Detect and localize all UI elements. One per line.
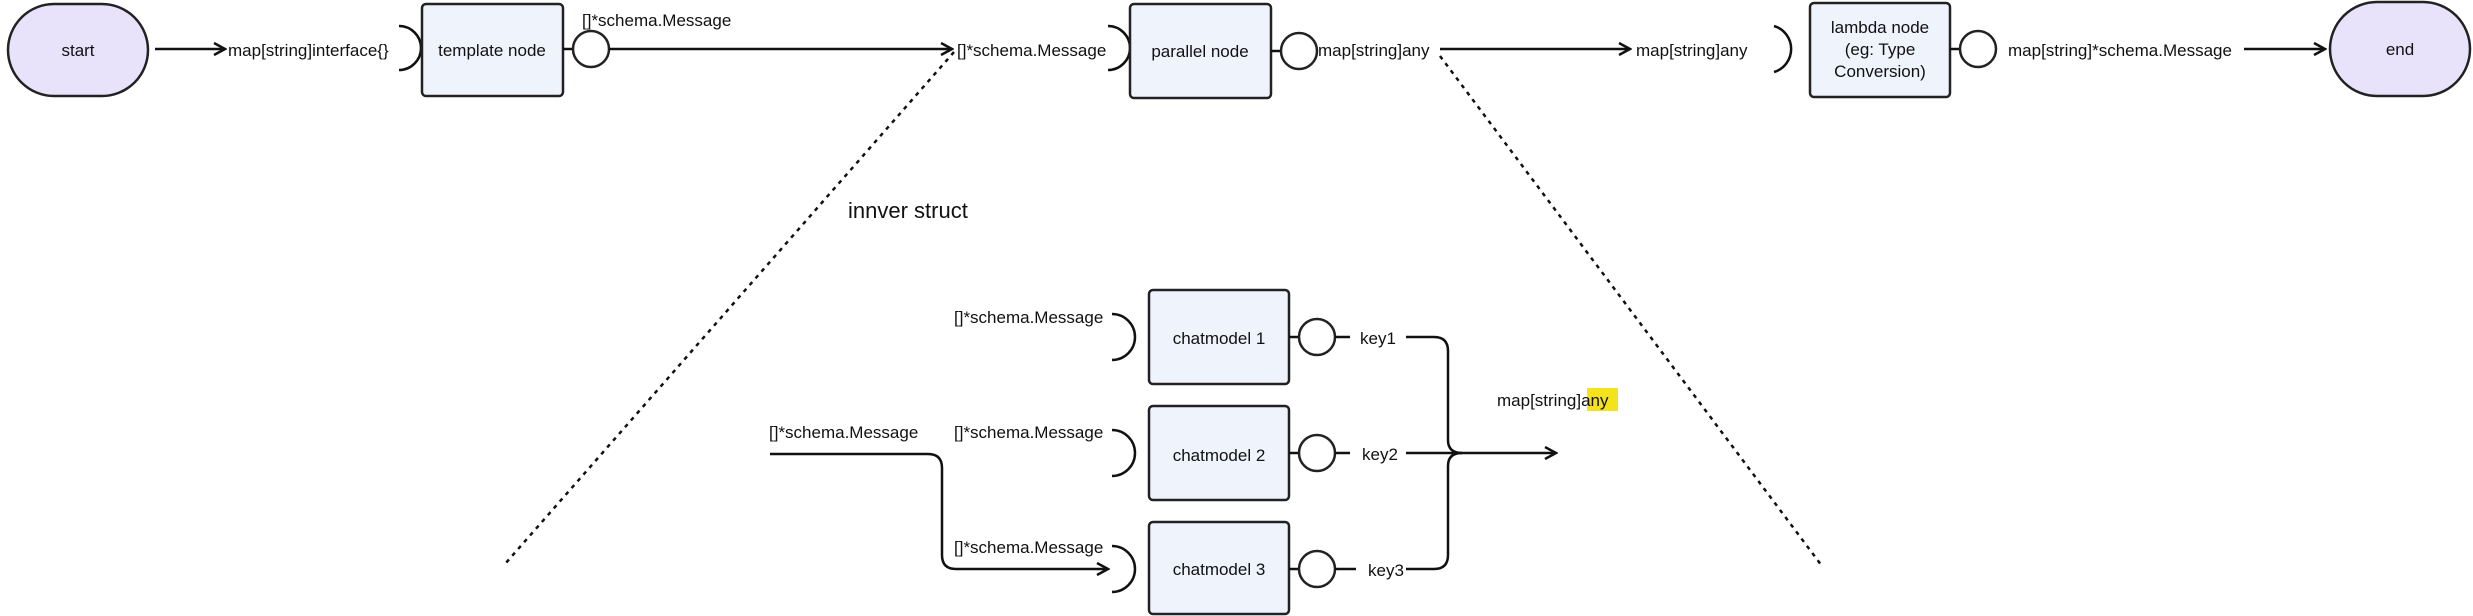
chatmodel-2-node: []*schema.Message chatmodel 2 key2 (954, 404, 1398, 502)
top-flow: start map[string]interface{} template no… (6, 0, 2472, 100)
start-node: start (6, 2, 150, 98)
chatmodel-1-input-label: []*schema.Message (954, 308, 1103, 327)
inner-output-label: map[string]any (1497, 391, 1609, 410)
edge-parallel-in-label: []*schema.Message (957, 41, 1106, 60)
start-label: start (61, 41, 94, 60)
chatmodel-1-output-port (1297, 317, 1337, 357)
edge-template-out-label: []*schema.Message (582, 11, 731, 30)
chatmodel-3-label: chatmodel 3 (1173, 560, 1266, 579)
lambda-node-input-socket (1773, 24, 1793, 74)
chatmodel-2-label: chatmodel 2 (1173, 446, 1266, 465)
chatmodel-2-output-port (1297, 433, 1337, 473)
chatmodel-1-key-label: key1 (1360, 329, 1396, 348)
chatmodel-3-input-socket (1111, 544, 1137, 594)
edge-lambda-to-end: map[string]*schema.Message (2008, 41, 2325, 60)
chatmodel-1-label: chatmodel 1 (1173, 329, 1266, 348)
chatmodel-1-node: []*schema.Message chatmodel 1 key1 (954, 288, 1396, 386)
chatmodel-3-key-label: key3 (1368, 561, 1404, 580)
edge-lambda-out-label: map[string]*schema.Message (2008, 41, 2232, 60)
lambda-node-output-port (1958, 29, 1998, 69)
edge-start-template-label: map[string]interface{} (228, 41, 389, 60)
edge-template-to-parallel: []*schema.Message []*schema.Message (582, 11, 1106, 60)
edge-lambda-in-label: map[string]any (1636, 41, 1748, 60)
edge-parallel-to-lambda: map[string]any map[string]any (1318, 41, 1748, 60)
chatmodel-3-input-label: []*schema.Message (954, 538, 1103, 557)
lambda-node: lambda node (eg: Type Conversion) (1773, 1, 1998, 99)
merge-line-key3 (1406, 451, 1463, 571)
lambda-node-label-line2: (eg: Type (1845, 40, 1916, 59)
merge-line-key1 (1406, 335, 1463, 455)
chatmodel-2-input-socket (1111, 428, 1137, 478)
template-node: template node (398, 2, 611, 98)
template-node-output-port (571, 29, 611, 69)
inner-output-highlight: any (1581, 391, 1609, 410)
merge-connector: map[string]any (1406, 335, 1618, 571)
parallel-node: parallel node (1107, 2, 1319, 100)
parallel-node-label: parallel node (1151, 42, 1248, 61)
inner-input-label: []*schema.Message (769, 423, 918, 442)
edge-parallel-out-label: map[string]any (1318, 41, 1430, 60)
output-highlight-marker (1587, 388, 1618, 411)
end-node: end (2328, 0, 2472, 98)
inner-struct: []*schema.Message []*schema.Message chat… (769, 288, 1618, 616)
expansion-right-dotted-line (1438, 55, 1824, 567)
template-node-input-socket (398, 24, 423, 72)
expansion-left-dotted-line (504, 51, 955, 565)
inner-output-prefix: map[string] (1497, 391, 1581, 410)
chatmodel-2-input-label: []*schema.Message (954, 423, 1103, 442)
chatmodel-3-node: []*schema.Message chatmodel 3 key3 (954, 520, 1404, 616)
end-label: end (2386, 40, 2414, 59)
chatmodel-3-output-port (1297, 549, 1337, 589)
chatmodel-1-input-socket (1111, 312, 1137, 362)
template-node-label: template node (438, 41, 546, 60)
inner-input-line (770, 452, 1108, 569)
chatmodel-2-key-label: key2 (1362, 445, 1398, 464)
parallel-node-input-socket (1107, 24, 1132, 72)
lambda-node-label-line3: Conversion) (1834, 62, 1926, 81)
expansion-guides: innver struct (504, 51, 1824, 567)
parallel-node-output-port (1279, 31, 1319, 71)
inner-struct-caption: innver struct (848, 198, 968, 223)
lambda-node-label-line1: lambda node (1831, 18, 1929, 37)
edge-start-to-template: map[string]interface{} (155, 41, 389, 60)
